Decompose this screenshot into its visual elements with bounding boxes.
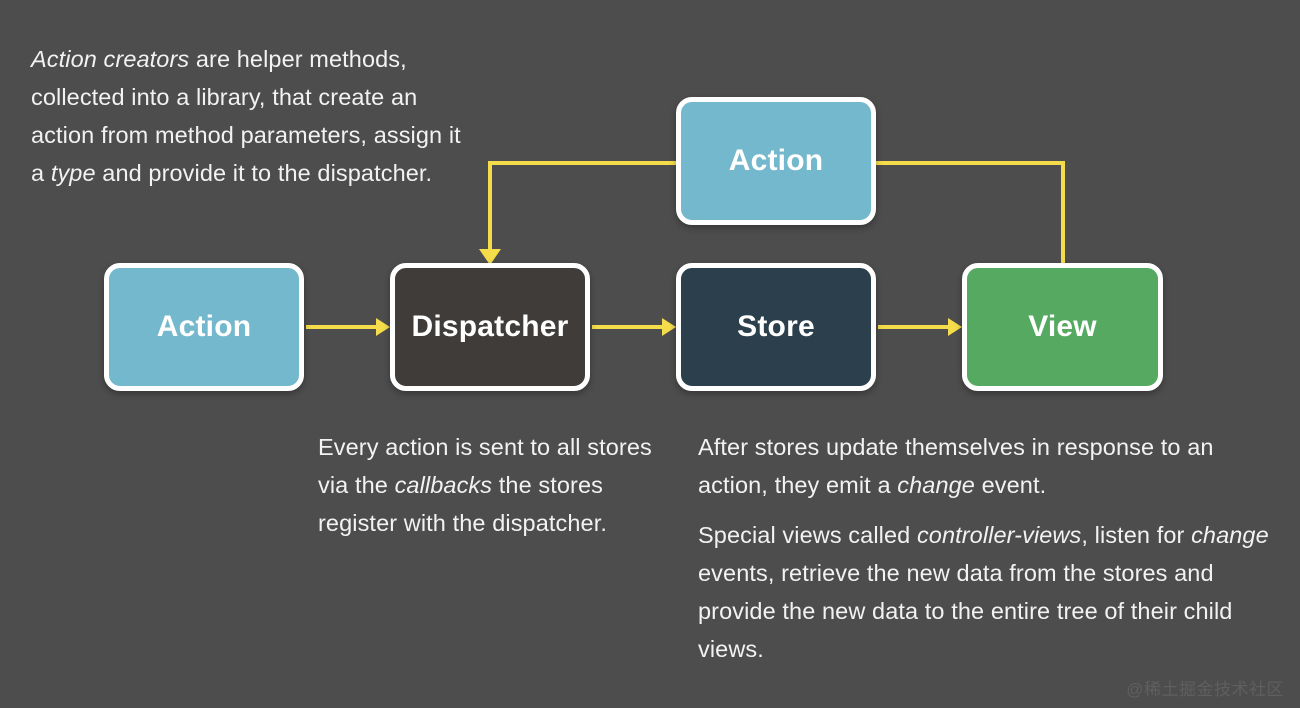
- node-view[interactable]: View: [962, 263, 1163, 391]
- watermark: @稀土掘金技术社区: [1126, 680, 1284, 699]
- node-store[interactable]: Store: [676, 263, 876, 391]
- node-action-top-label: Action: [728, 144, 824, 177]
- connector-action-top-to-left: [488, 161, 678, 165]
- arrowhead-dispatcher-to-store-icon: [662, 318, 676, 336]
- arrowhead-action-to-dispatcher-icon: [376, 318, 390, 336]
- connector-view-up-segment: [1061, 161, 1065, 263]
- connector-down-to-dispatcher: [488, 161, 492, 253]
- arrowhead-store-to-view-icon: [948, 318, 962, 336]
- node-dispatcher-label: Dispatcher: [411, 310, 569, 343]
- node-view-label: View: [1028, 310, 1097, 343]
- annotation-stores: After stores update themselves in respon…: [698, 434, 1221, 498]
- node-action-left-label: Action: [156, 310, 252, 343]
- connector-store-to-view: [878, 325, 952, 329]
- arrowhead-action-top-to-dispatcher-icon: [479, 249, 501, 265]
- node-action-top[interactable]: Action: [676, 97, 876, 225]
- connector-dispatcher-to-store: [592, 325, 666, 329]
- annotation-views: Special views called controller-views, l…: [698, 522, 1276, 662]
- annotation-action-creators: Action creators are helper methods, coll…: [31, 46, 468, 186]
- connector-view-to-action-top: [876, 161, 1065, 165]
- node-action-left[interactable]: Action: [104, 263, 304, 391]
- connector-action-to-dispatcher: [306, 325, 380, 329]
- node-store-label: Store: [737, 310, 815, 343]
- annotation-dispatcher: Every action is sent to all stores via t…: [318, 434, 659, 536]
- node-dispatcher[interactable]: Dispatcher: [390, 263, 590, 391]
